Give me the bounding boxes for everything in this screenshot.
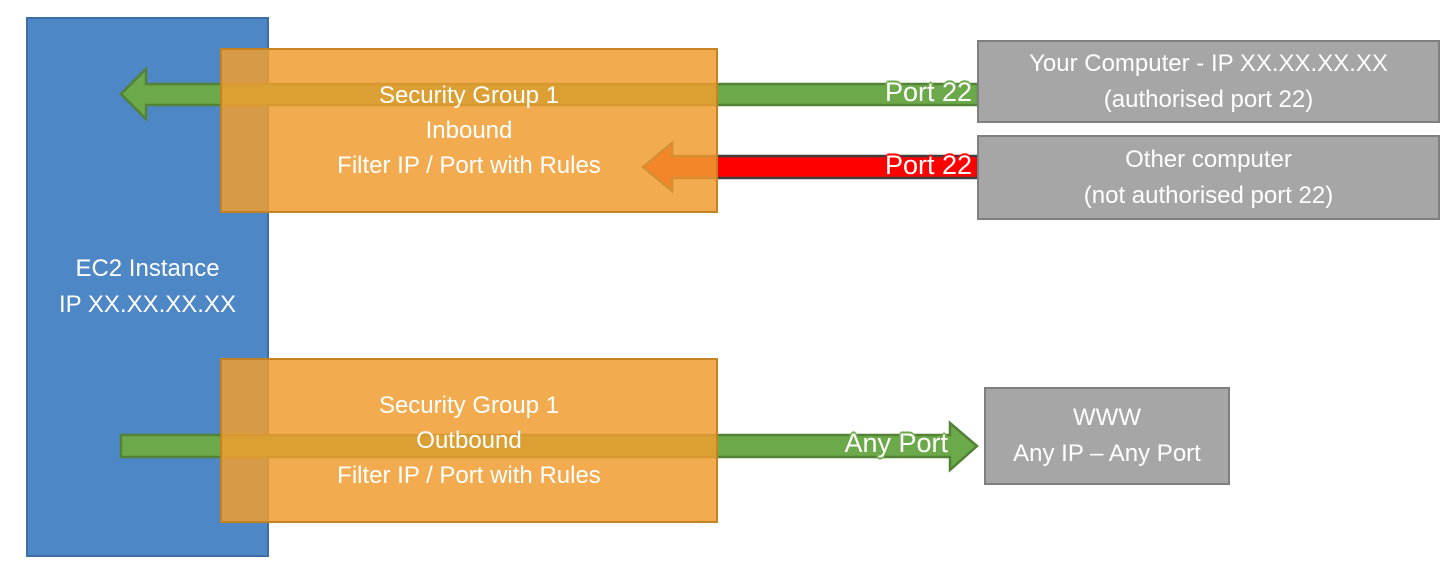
www-title: WWW [1073,404,1141,431]
your-computer-authorisation: (authorised port 22) [1103,85,1314,113]
security-group-outbound-direction: Outbound [416,427,522,454]
other-computer-authorisation: (not authorised port 22) [1083,181,1334,209]
ec2-instance-ip: IP XX.XX.XX.XX [59,291,236,318]
www-scope: Any IP – Any Port [1013,440,1201,467]
inbound-blocked-port-label: Port 22 [884,150,972,180]
your-computer-box: Your Computer - IP XX.XX.XX.XX (authoris… [977,40,1440,123]
ec2-instance-title: EC2 Instance [75,255,220,282]
security-group-outbound-name: Security Group 1 [378,392,560,419]
security-group-inbound-box: Security Group 1 Inbound Filter IP / Por… [220,48,718,213]
other-computer-box: Other computer (not authorised port 22) [977,135,1440,220]
www-box: WWW Any IP – Any Port [984,387,1230,485]
security-group-inbound-name: Security Group 1 [378,82,560,109]
your-computer-title: Your Computer - IP XX.XX.XX.XX [1029,49,1388,77]
security-group-outbound-box: Security Group 1 Outbound Filter IP / Po… [220,358,718,523]
security-group-inbound-direction: Inbound [425,117,513,144]
inbound-allowed-port-label: Port 22 [884,77,972,107]
security-group-inbound-rule: Filter IP / Port with Rules [337,152,601,179]
outbound-port-label: Any Port [844,428,948,458]
security-group-outbound-rule: Filter IP / Port with Rules [337,462,601,489]
other-computer-title: Other computer [1125,145,1292,173]
